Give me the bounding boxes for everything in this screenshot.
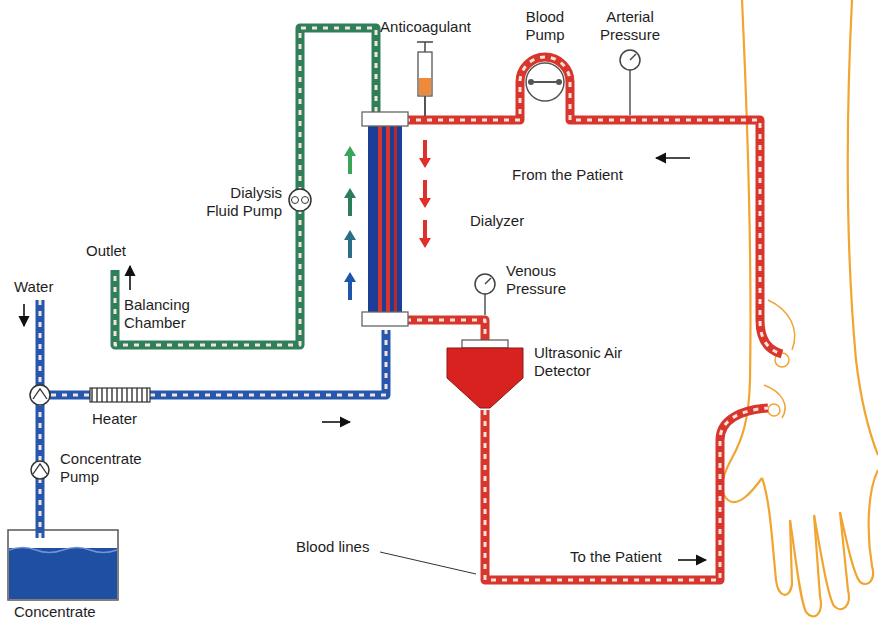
blood-pump: [526, 63, 564, 101]
venous-blood-line: [395, 320, 768, 580]
arterial-pressure-gauge: [620, 50, 640, 115]
part-label: From the Patient: [512, 166, 652, 184]
part-label: To the Patient: [570, 548, 674, 566]
air-detector: [447, 340, 523, 408]
direction-arrows: [24, 158, 706, 560]
part-label: Outlet: [86, 242, 146, 260]
concentrate-tank: [8, 530, 118, 600]
patient-arm: [722, 0, 878, 616]
part-label: Balancing Chamber: [124, 296, 224, 332]
dialysis-fluid-pump: [289, 189, 311, 211]
part-label: Dialyzer: [470, 212, 560, 230]
part-label: Blood Pump: [512, 8, 578, 44]
tube-stripe: [40, 300, 386, 538]
tube-stripe: [115, 28, 376, 345]
dialysate-line: [115, 28, 376, 345]
concentrate-pump: [31, 461, 49, 479]
part-label: Venous Pressure: [506, 262, 586, 298]
part-label: Concentrate: [14, 603, 114, 621]
water-line: [40, 300, 386, 538]
part-label: Concentrate Pump: [60, 450, 160, 486]
heater: [90, 388, 150, 402]
part-label: Anticoagulant: [368, 18, 483, 36]
part-label: Blood lines: [296, 538, 386, 556]
tube-stripe: [395, 320, 768, 580]
dialyzer: [362, 112, 408, 326]
part-label: Dialysis Fluid Pump: [198, 184, 282, 220]
mixing-valve: [30, 385, 50, 405]
part-label: Ultrasonic Air Detector: [534, 344, 624, 380]
tube-stripe: [405, 57, 782, 354]
part-label: Heater: [92, 410, 162, 428]
anticoagulant-syringe: [417, 42, 433, 116]
venous-pressure-gauge: [475, 274, 495, 315]
leader-line: [380, 552, 476, 574]
part-label: Water: [14, 278, 74, 296]
part-label: Arterial Pressure: [594, 8, 666, 44]
flow-arrows: [344, 140, 431, 300]
arterial-blood-line: [405, 57, 782, 354]
